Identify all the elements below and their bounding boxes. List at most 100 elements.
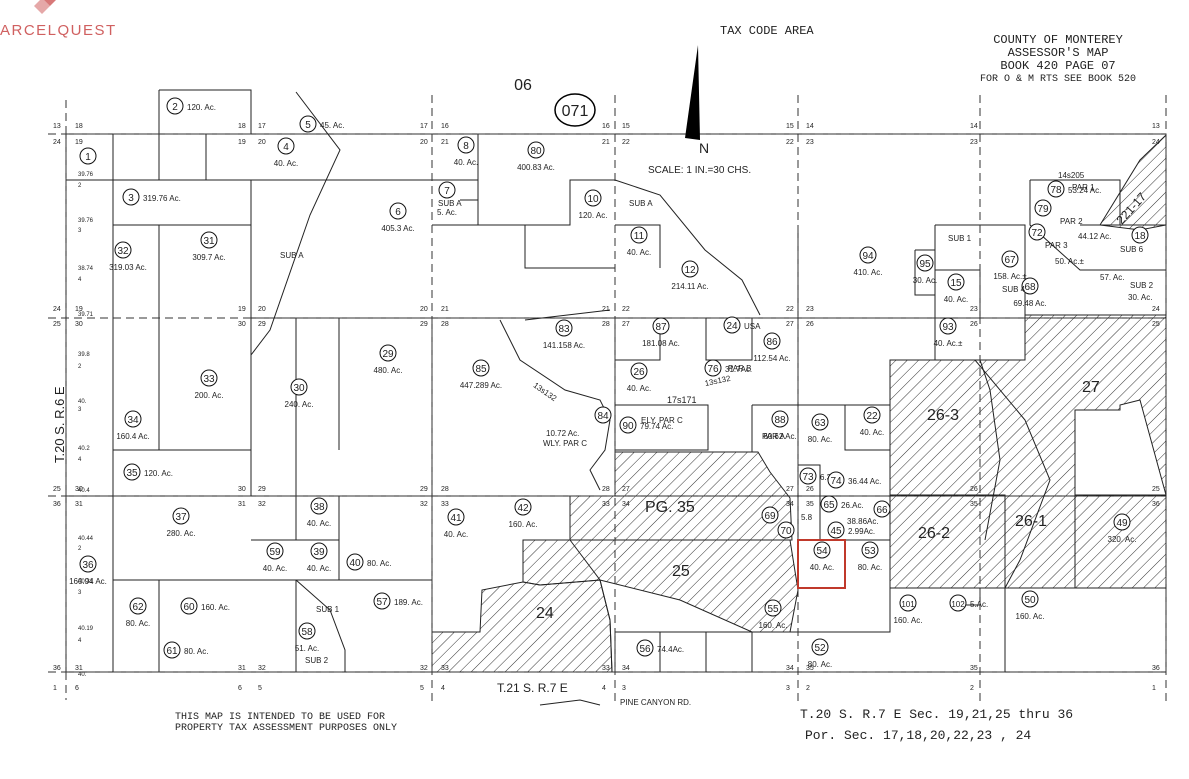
section-number-59: 25: [1152, 486, 1160, 493]
parcel-circle-6: [389, 202, 407, 220]
section-number-25: 19: [75, 306, 83, 313]
section-number-11: 13: [1152, 123, 1160, 130]
parcel-area-56: 74.4Ac.: [657, 645, 684, 654]
parcel-number-41: 41: [450, 513, 462, 524]
parcel-circle-32: [114, 241, 132, 259]
section-number-85: 6: [75, 685, 79, 692]
parcel-area-87: 181.08 Ac.: [642, 339, 680, 348]
parcel-18[interactable]: 18: [1131, 226, 1149, 244]
parcel-number-5: 5: [305, 120, 311, 131]
parcel-area-32: 319.03 Ac.: [109, 263, 147, 272]
section-number-24: 24: [53, 306, 61, 313]
parcel-number-95: 95: [919, 259, 931, 270]
label-sub-1: SUB 1: [316, 605, 340, 614]
section-number-6: 16: [602, 123, 610, 130]
section-number-57: 26: [806, 486, 814, 493]
label-wly-par-c: WLY. PAR C: [543, 439, 587, 448]
parcel-circle-38: [310, 497, 328, 515]
parcel-66[interactable]: 66: [873, 500, 891, 518]
parcel-number-66: 66: [876, 505, 888, 516]
parcel-79[interactable]: 79: [1034, 199, 1052, 217]
parcel-number-34: 34: [127, 415, 139, 426]
parcel-1[interactable]: 1: [79, 147, 97, 165]
parcel-84[interactable]: 84: [594, 406, 612, 424]
parcel-number-50: 50: [1024, 595, 1036, 606]
section-number-2: 18: [238, 123, 246, 130]
parcel-8[interactable]: 840. Ac.: [454, 136, 478, 167]
section-number-71: 36: [1152, 501, 1160, 508]
parcel-circle-37: [172, 507, 190, 525]
parcel-69[interactable]: 69: [761, 506, 779, 524]
parcel-7[interactable]: 75. Ac.: [437, 181, 457, 217]
parcel-area-53: 80. Ac.: [858, 563, 882, 572]
parcel-4[interactable]: 440. Ac.: [274, 137, 298, 168]
parcel-circle-35: [123, 463, 141, 481]
parcel-number-33: 33: [203, 374, 215, 385]
parcel-70[interactable]: 70: [777, 521, 795, 539]
parcel-72[interactable]: 72: [1028, 223, 1046, 241]
parcel-circle-87: [652, 317, 670, 335]
parcel-area-65: 26.Ac.: [841, 501, 864, 510]
parcel-area-10: 120. Ac.: [579, 211, 608, 220]
